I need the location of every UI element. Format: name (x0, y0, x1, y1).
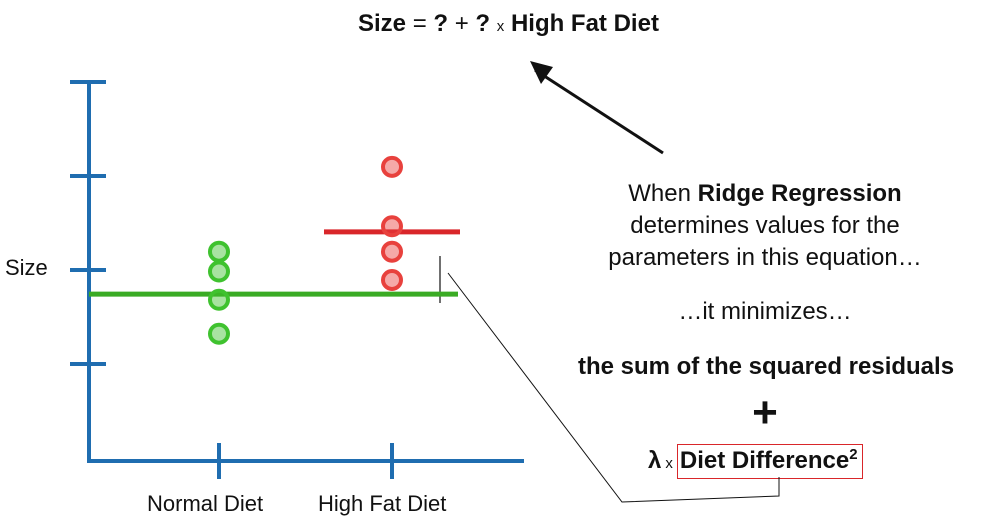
equation-slope: ? (475, 10, 491, 37)
penalty-times: x (665, 455, 673, 472)
high-fat-diet-point (381, 215, 403, 238)
high-fat-diet-point (381, 155, 403, 178)
equation-term: High Fat Diet (510, 10, 659, 37)
diet-difference-exponent: 2 (849, 446, 858, 463)
pointer-arrow-head (530, 61, 553, 84)
diet-difference-box: Diet Difference2 (676, 444, 863, 479)
normal-diet-point (208, 260, 230, 283)
minimizes-text: …it minimizes… (678, 298, 852, 325)
equation-intercept: ? (433, 10, 449, 37)
plus-sign: + (752, 388, 778, 437)
x-tick-label-high-fat-diet: High Fat Diet (318, 491, 447, 516)
explanation-line2: determines values for the (630, 212, 900, 239)
explanation-line1-pre: When (628, 180, 698, 207)
lambda-symbol: λ (648, 447, 662, 474)
normal-diet-point (208, 322, 230, 345)
x-tick-label-normal-diet: Normal Diet (147, 491, 264, 516)
diet-difference-label: Diet Difference (679, 447, 850, 474)
regression-equation: Size = ? + ? x High Fat Diet (358, 10, 659, 38)
normal-diet-point (208, 288, 230, 311)
ridge-explanation: When Ridge Regression determines values … (585, 178, 945, 274)
high-fat-diet-point (381, 240, 403, 263)
ridge-regression-label: Ridge Regression (697, 180, 902, 207)
equation-equals: = (412, 10, 427, 37)
normal-diet-point (208, 240, 230, 263)
pointer-arrow-shaft (534, 68, 664, 155)
equation-size: Size (358, 10, 407, 37)
high-fat-diet-point (381, 268, 403, 291)
equation-plus: + (454, 10, 469, 37)
y-axis-label: Size (5, 255, 48, 280)
ssr-text: the sum of the squared residuals (577, 353, 955, 380)
equation-times: x (496, 18, 505, 35)
explanation-line3: parameters in this equation… (608, 244, 922, 271)
